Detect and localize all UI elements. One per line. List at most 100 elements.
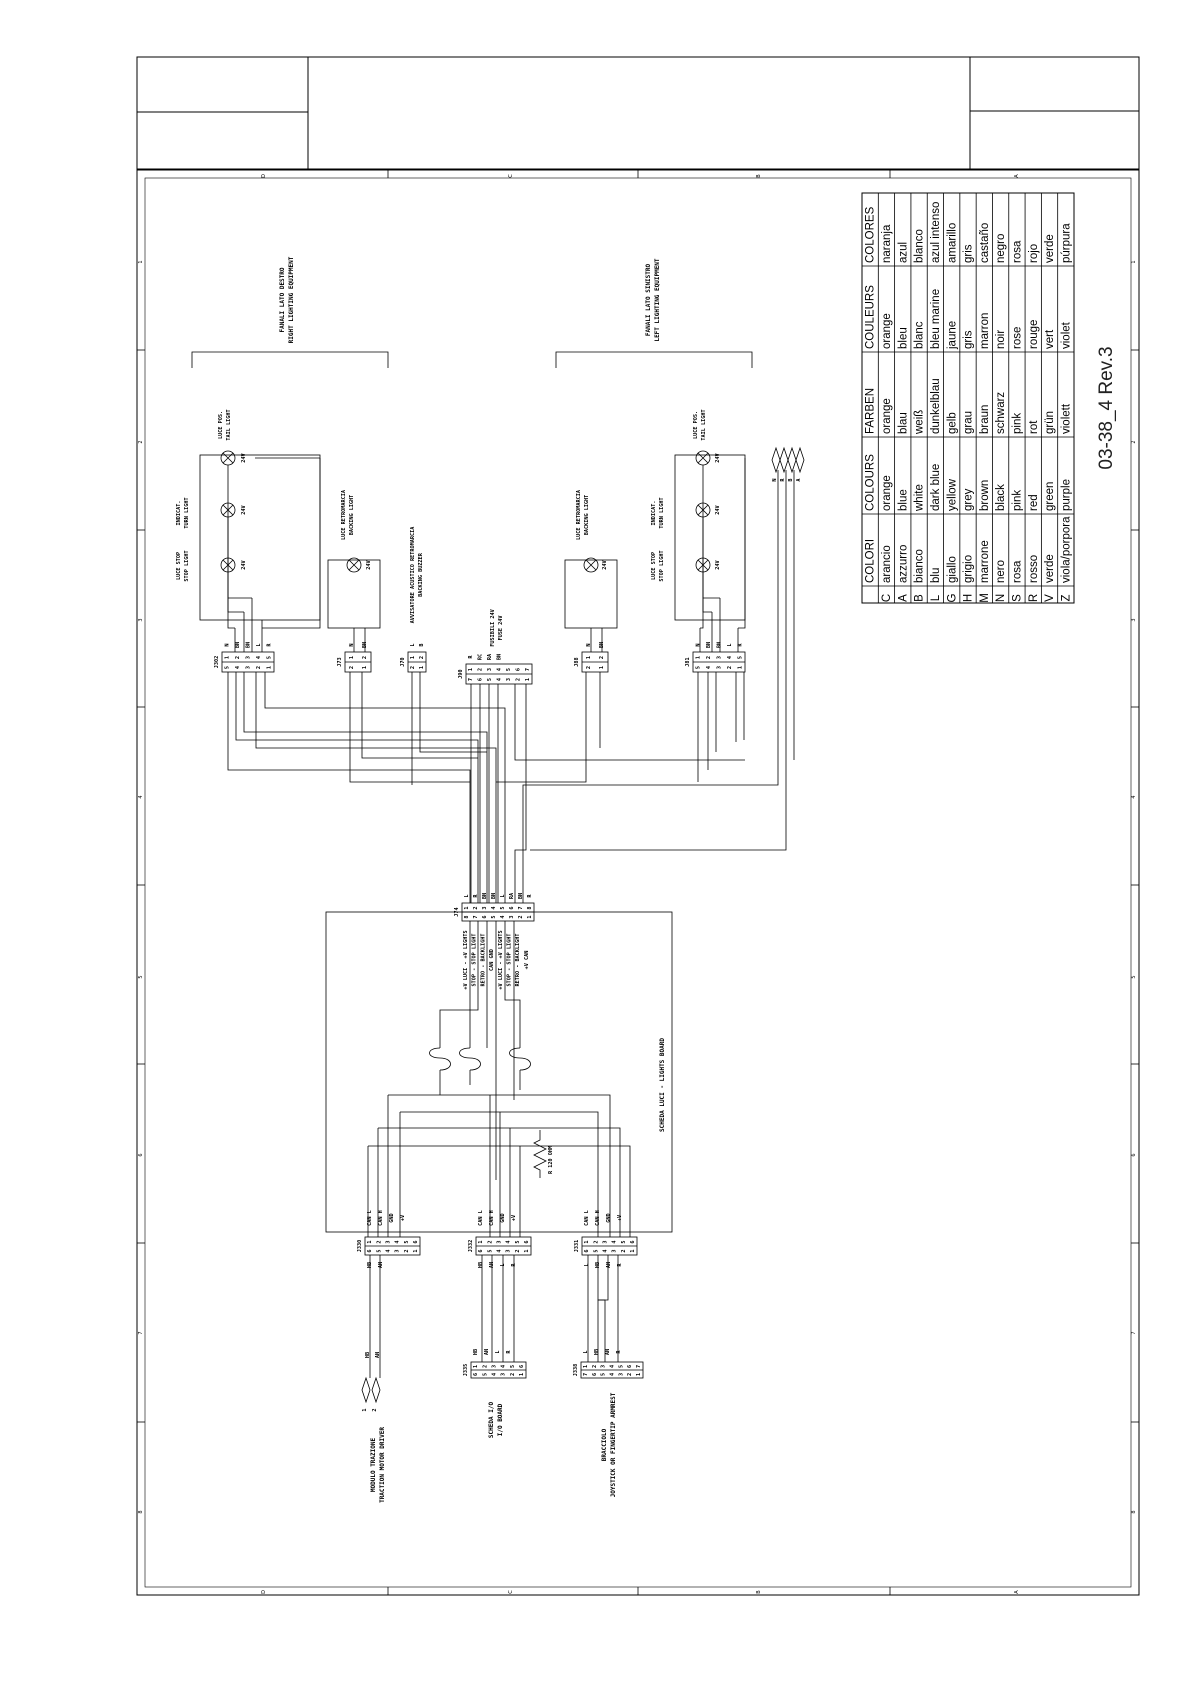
connector-j90-wire-code: RC — [478, 654, 484, 660]
connector-j330-pin: 1 — [413, 1249, 419, 1252]
colour-table-frame — [861, 192, 1075, 604]
colour-value: orange — [881, 398, 893, 434]
wire-code: R — [616, 1350, 622, 1354]
j74-signal: STOP - STOP LIGHT — [472, 933, 478, 986]
wire-code: AN — [378, 1262, 384, 1268]
colour-value: vert — [1044, 329, 1056, 349]
connector-j81-pin: 2 — [727, 666, 733, 669]
connector-j74-wire-code: BN — [482, 893, 488, 899]
connector-j74-pin: 3 — [482, 906, 488, 909]
wire-code: AN — [605, 1349, 611, 1355]
connector-j73-pin: 1 — [349, 656, 355, 659]
wire-code: L — [495, 1350, 501, 1353]
right-stop-light: LUCE STOP STOP LIGHT 24V — [176, 550, 247, 581]
right-turn-label-it: INDICAT. — [176, 501, 182, 526]
colour-value: azul — [897, 242, 909, 263]
harness-plug-A-body — [795, 446, 805, 474]
wire — [597, 1255, 609, 1362]
colour-value: noir — [995, 330, 1007, 349]
colour-code-R: R — [1028, 594, 1040, 602]
connector-j74-pin: 5 — [500, 906, 506, 909]
connector-j88-pin: 2 — [586, 666, 592, 669]
colour-value: blanco — [914, 229, 926, 263]
connector-j90-pin: 7 — [468, 678, 474, 681]
wire — [496, 672, 587, 783]
wire — [227, 672, 471, 903]
colour-value: bleu — [897, 327, 909, 349]
connector-j70-wire-code: L — [410, 643, 416, 646]
left-backing-label-it: LUCE RETROMARCIA — [576, 489, 582, 540]
connector-j330-label: J330 — [357, 1240, 363, 1253]
connector-j331-pin: 3 — [612, 1249, 618, 1252]
left-turn-label-it: INDICAT. — [651, 501, 657, 526]
connector-j331-pin: 1 — [584, 1240, 590, 1243]
connector-j81-pin: 5 — [696, 666, 702, 669]
wire-code: AN — [606, 1262, 612, 1268]
colour-value: marrone — [979, 540, 991, 583]
buzzer-label-en: BACKING BUZZER — [418, 552, 424, 597]
zone-number-left: 4 — [138, 795, 144, 798]
connector-j302-pin: 2 — [235, 656, 241, 659]
connector-j331-pin: 6 — [584, 1249, 590, 1252]
connector-j332-pin: 3 — [496, 1240, 502, 1243]
connector-j338-pin: 2 — [627, 1373, 633, 1376]
connector-j338-pin: 5 — [601, 1373, 607, 1376]
connector-j331-pin: 5 — [621, 1240, 627, 1243]
connector-j88-label: J88 — [574, 657, 580, 666]
colour-code-Z: Z — [1060, 594, 1072, 601]
connector-j332-pin: 3 — [506, 1249, 512, 1252]
connector-j331-pin: 2 — [621, 1249, 627, 1252]
connector-j302-pin: 5 — [266, 656, 272, 659]
colour-code-B: B — [914, 594, 926, 602]
zone-number-right: 8 — [1131, 1510, 1137, 1513]
fuse-icon — [509, 1047, 531, 1071]
connector-j73-wire-code: N — [349, 643, 355, 646]
left-backing-light: LUCE RETROMARCIA BACKING LIGHT 24V — [564, 489, 618, 629]
colour-value: black — [995, 484, 1007, 511]
connector-j90-pin: 4 — [497, 678, 503, 681]
wire-code: L — [584, 1263, 590, 1266]
connector-j332-pin: 5 — [515, 1240, 521, 1243]
connector-j90-wire-code: BN — [497, 654, 503, 660]
left-lighting-bracket — [555, 351, 753, 368]
connector-j302-pin: 2 — [256, 666, 262, 669]
connector-j74-pin: 7 — [473, 915, 479, 918]
colour-value: rosa — [1012, 240, 1024, 263]
left-turn-label-en: TURN LIGHT — [659, 497, 665, 528]
connector-j74-pin: 2 — [473, 906, 479, 909]
connector-j90-wire-code: RA — [487, 653, 493, 660]
zone-number-right: 3 — [1131, 618, 1137, 621]
wire — [255, 672, 497, 903]
connector-j90-pin: 5 — [506, 668, 512, 671]
can-resistor: R 120 OHM — [533, 1130, 554, 1178]
connector-j331-pin: 2 — [593, 1240, 599, 1243]
connector-j302-pin: 3 — [246, 666, 252, 669]
connector-j81-pin: 3 — [717, 656, 723, 659]
can-signal: CAN L — [367, 1210, 373, 1226]
colour-code-L: L — [930, 594, 942, 601]
connector-j338-pin: 6 — [592, 1373, 598, 1376]
right-turn-label-en: TURN LIGHT — [184, 497, 190, 528]
connector-j332-pin: 4 — [506, 1240, 512, 1243]
armrest-label: BRACCIOLO JOYSTICK OR FINGERTIP ARMREST — [601, 1392, 617, 1497]
armrest-label-en: JOYSTICK OR FINGERTIP ARMREST — [610, 1392, 617, 1497]
connector-j70-wire-code: B — [419, 643, 425, 646]
connector-j73-pin: 1 — [362, 666, 368, 669]
can-signal: CAN L — [478, 1210, 484, 1226]
left-stop-light: LUCE STOP STOP LIGHT 24V — [651, 550, 721, 581]
connector-j335-pin: 3 — [491, 1365, 497, 1368]
connector-j330-pin: 3 — [385, 1240, 391, 1243]
connector-j81-pin: 1 — [737, 666, 743, 669]
wire — [227, 572, 252, 599]
connector-j81-label: J81 — [685, 657, 691, 666]
colour-value: rouge — [1028, 320, 1040, 349]
colour-value: giallo — [946, 556, 958, 583]
j74-signal: +V LUCI - +V LIGHTS — [498, 930, 504, 989]
wire — [388, 1094, 611, 1237]
connector-j302-pin: 1 — [225, 656, 231, 659]
